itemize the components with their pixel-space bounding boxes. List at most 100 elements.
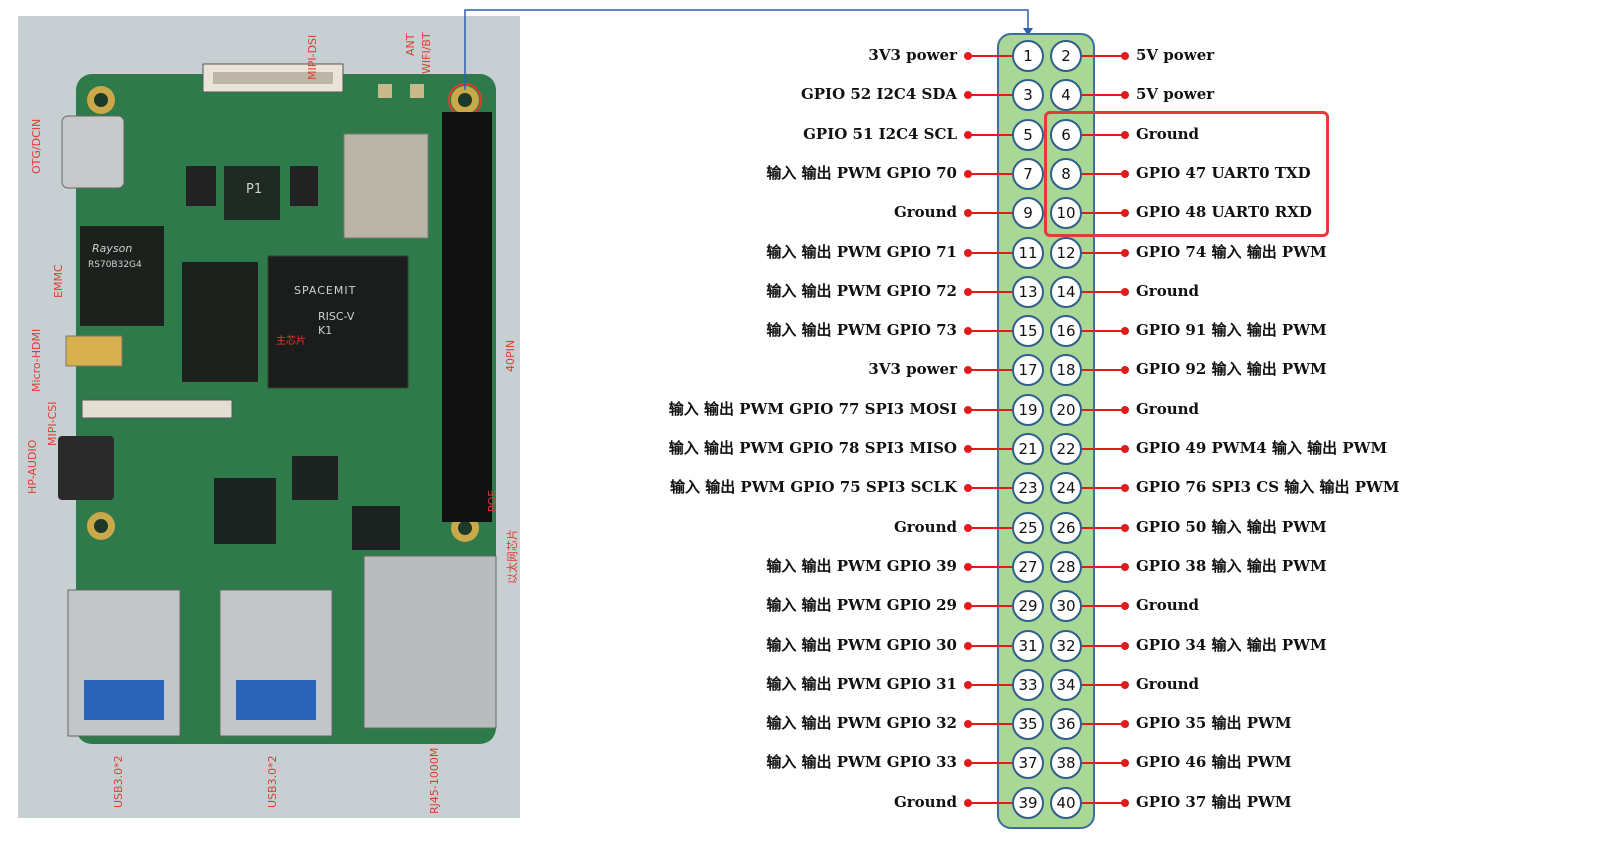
lead-left-13 xyxy=(970,290,1012,293)
pin-label-9: Ground xyxy=(893,203,957,222)
pin-7: 7 xyxy=(1012,157,1044,190)
lead-right-18 xyxy=(1082,369,1124,372)
pin-14: 14 xyxy=(1050,275,1082,308)
pin-label-14: Ground xyxy=(1136,281,1200,300)
lead-right-28 xyxy=(1082,565,1124,568)
lead-left-35 xyxy=(970,723,1012,726)
dot-right-38 xyxy=(1121,759,1129,768)
pin-label-33: 输入 输出 PWM GPIO 31 xyxy=(766,674,957,693)
pin-6: 6 xyxy=(1050,118,1082,151)
lead-left-19 xyxy=(970,408,1012,411)
lead-left-9 xyxy=(970,212,1012,215)
pin-28: 28 xyxy=(1050,550,1082,583)
pin-label-36: GPIO 35 输出 PWM xyxy=(1136,714,1292,733)
dot-right-12 xyxy=(1121,248,1129,257)
lead-left-39 xyxy=(970,801,1012,804)
dot-right-40 xyxy=(1121,798,1129,807)
lead-left-37 xyxy=(970,762,1012,765)
lead-left-27 xyxy=(970,565,1012,568)
lead-left-7 xyxy=(970,172,1012,175)
pin-label-20: Ground xyxy=(1136,399,1200,418)
pin-8: 8 xyxy=(1050,157,1082,190)
pin-label-29: 输入 输出 PWM GPIO 29 xyxy=(766,596,957,615)
soc-brand-text: SPACEMIT xyxy=(294,284,357,297)
lead-right-10 xyxy=(1082,212,1124,215)
emmc-part-text: RS70B32G4 xyxy=(88,260,142,270)
p1-chip xyxy=(224,166,280,220)
pin-13: 13 xyxy=(1012,275,1044,308)
dot-left-25 xyxy=(964,523,972,532)
audio-jack xyxy=(58,436,114,500)
lead-left-21 xyxy=(970,448,1012,450)
pin-19: 19 xyxy=(1012,393,1044,426)
lead-right-20 xyxy=(1082,408,1124,411)
pin-38: 38 xyxy=(1050,747,1082,780)
pin-39: 39 xyxy=(1012,786,1044,819)
lead-right-34 xyxy=(1082,683,1124,686)
lead-left-29 xyxy=(970,605,1012,608)
dot-right-2 xyxy=(1121,52,1129,60)
dot-right-22 xyxy=(1121,445,1129,453)
dot-right-8 xyxy=(1121,169,1129,178)
pin-label-31: 输入 输出 PWM GPIO 30 xyxy=(766,635,957,654)
pin-label-3: GPIO 52 I2C4 SDA xyxy=(800,85,957,104)
lead-left-23 xyxy=(970,487,1012,490)
lead-right-32 xyxy=(1082,644,1124,647)
pin-label-16: GPIO 91 输入 输出 PWM xyxy=(1136,321,1327,340)
pin-2: 2 xyxy=(1050,40,1082,72)
pin-21: 21 xyxy=(1012,433,1044,465)
pin-26: 26 xyxy=(1050,511,1082,544)
soc-model-text: RISC-V xyxy=(318,310,355,323)
dot-left-33 xyxy=(964,680,972,689)
lead-right-2 xyxy=(1082,55,1124,57)
pin-label-11: 输入 输出 PWM GPIO 71 xyxy=(766,242,957,261)
lead-right-6 xyxy=(1082,133,1124,136)
lead-right-4 xyxy=(1082,94,1124,97)
dot-left-35 xyxy=(964,720,972,729)
lead-left-17 xyxy=(970,369,1012,372)
pin-40: 40 xyxy=(1050,786,1082,819)
pin-17: 17 xyxy=(1012,354,1044,387)
pin-label-32: GPIO 34 输入 输出 PWM xyxy=(1136,635,1327,654)
dot-left-13 xyxy=(964,287,972,296)
dot-right-32 xyxy=(1121,641,1129,650)
dot-right-16 xyxy=(1121,327,1129,336)
lead-right-16 xyxy=(1082,330,1124,333)
pin-label-7: 输入 输出 PWM GPIO 70 xyxy=(766,163,957,182)
gpio-header-photo xyxy=(442,112,492,522)
dot-right-4 xyxy=(1121,91,1129,100)
pin-label-18: GPIO 92 输入 输出 PWM xyxy=(1136,360,1327,379)
lead-right-26 xyxy=(1082,526,1124,529)
wifi-module xyxy=(343,133,429,239)
board-photo: MIPI-DSI ANT WIFI/BT OTG/DCIN EMMC Micro… xyxy=(18,16,520,818)
mipi-csi-connector xyxy=(81,399,233,419)
pin-15: 15 xyxy=(1012,315,1044,348)
lead-right-24 xyxy=(1082,487,1124,490)
pin-label-30: Ground xyxy=(1136,596,1200,615)
pin-label-15: 输入 输出 PWM GPIO 73 xyxy=(766,321,957,340)
dot-left-3 xyxy=(964,91,972,100)
dot-right-18 xyxy=(1121,366,1129,375)
dot-left-11 xyxy=(964,248,972,257)
pin-5: 5 xyxy=(1012,118,1044,151)
soc-sub-text: K1 xyxy=(318,324,333,337)
lead-right-22 xyxy=(1082,448,1124,450)
pin-label-12: GPIO 74 输入 输出 PWM xyxy=(1136,242,1327,261)
lead-right-8 xyxy=(1082,172,1124,175)
dot-right-34 xyxy=(1121,680,1129,689)
dot-left-17 xyxy=(964,366,972,375)
dot-right-20 xyxy=(1121,405,1129,414)
pin-label-1: 3V3 power xyxy=(868,46,957,64)
lead-right-30 xyxy=(1082,605,1124,608)
pin-18: 18 xyxy=(1050,354,1082,387)
pin-label-5: GPIO 51 I2C4 SCL xyxy=(803,124,957,143)
dot-right-6 xyxy=(1121,130,1129,139)
dot-left-21 xyxy=(964,445,972,453)
pin-label-28: GPIO 38 输入 输出 PWM xyxy=(1136,556,1327,575)
dot-left-23 xyxy=(964,484,972,493)
label-main-chip: 主芯片 xyxy=(276,336,306,347)
dot-left-15 xyxy=(964,327,972,336)
lead-left-15 xyxy=(970,330,1012,333)
pin-16: 16 xyxy=(1050,315,1082,348)
